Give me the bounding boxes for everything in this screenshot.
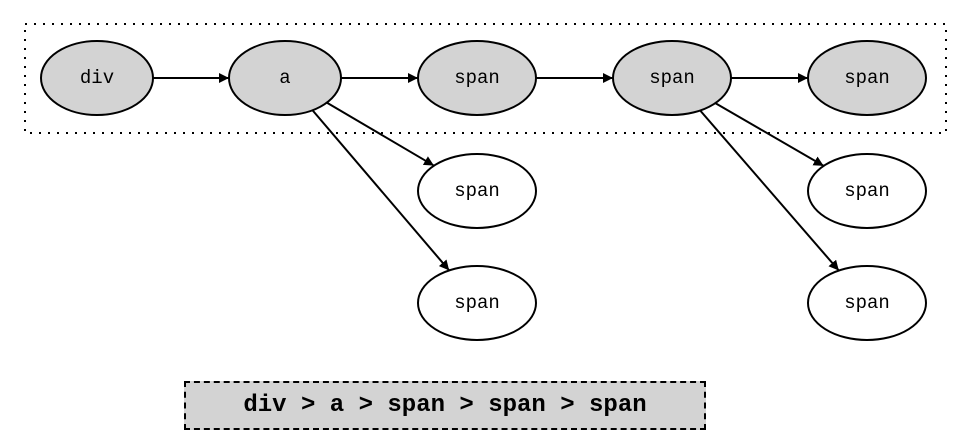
- node-span-child-span-1: span: [807, 153, 927, 229]
- css-selector-box: div > a > span > span > span: [184, 381, 706, 430]
- node-label: span: [844, 67, 890, 89]
- node-label: span: [649, 67, 695, 89]
- node-label: span: [454, 67, 500, 89]
- node-a-child-span-2: span: [417, 265, 537, 341]
- node-label: span: [844, 292, 890, 314]
- node-label: div: [80, 67, 114, 89]
- node-div: div: [40, 40, 154, 116]
- node-ellipse: [40, 40, 154, 116]
- edge-n_span2-to-n_span2_child1: [714, 102, 825, 167]
- nodes-layer: div a span span span span span span: [40, 40, 927, 341]
- node-label: a: [279, 67, 290, 89]
- node-span-level3: span: [807, 40, 927, 116]
- node-ellipse: [612, 40, 732, 116]
- edge-n_span2-to-n_span2_child2: [699, 109, 840, 272]
- node-ellipse: [417, 153, 537, 229]
- node-ellipse: [807, 153, 927, 229]
- node-ellipse: [417, 265, 537, 341]
- node-ellipse: [807, 40, 927, 116]
- node-span-level1: span: [417, 40, 537, 116]
- node-ellipse: [228, 40, 342, 116]
- node-span-level2: span: [612, 40, 732, 116]
- node-label: span: [454, 180, 500, 202]
- node-ellipse: [807, 265, 927, 341]
- matched-path-cluster: [24, 23, 947, 134]
- edges-layer: [153, 73, 840, 272]
- edge-n_a-to-n_a_child2: [311, 109, 450, 272]
- node-a-child-span-1: span: [417, 153, 537, 229]
- node-label: span: [454, 292, 500, 314]
- node-label: span: [844, 180, 890, 202]
- edge-n_a-to-n_a_child1: [326, 101, 435, 167]
- dom-tree-diagram: div a span span span span span span: [24, 23, 947, 341]
- node-span-child-span-2: span: [807, 265, 927, 341]
- node-ellipse: [417, 40, 537, 116]
- css-selector-text: div > a > span > span > span: [243, 392, 647, 419]
- node-a: a: [228, 40, 342, 116]
